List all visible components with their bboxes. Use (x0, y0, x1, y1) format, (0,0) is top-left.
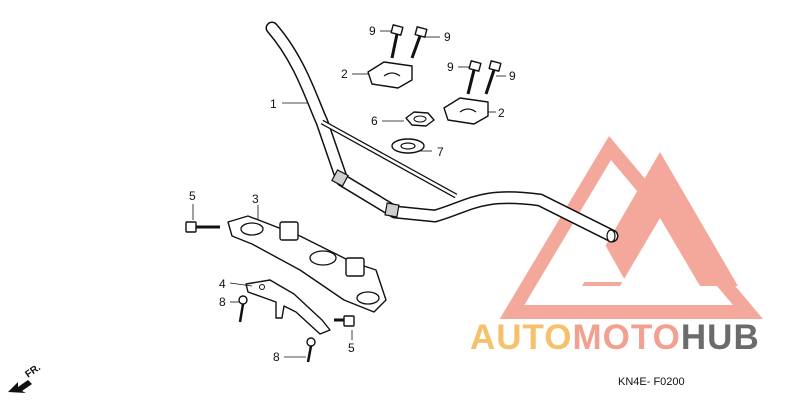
callouts: 1 2 2 3 4 5 5 6 7 8 8 9 9 9 9 (189, 24, 516, 364)
flange-bolt-3 (466, 60, 482, 95)
figure-code: KN4E- F0200 (618, 376, 685, 388)
callout-2-right: 2 (498, 106, 505, 120)
handlebar (265, 21, 619, 243)
watermark-hub: HUB (680, 318, 760, 357)
callout-5-lower: 5 (348, 341, 355, 355)
leader-lines (192, 30, 506, 358)
front-arrow-icon: FR. (8, 362, 43, 393)
front-direction-indicator: FR. (6, 360, 66, 396)
callout-6: 6 (371, 114, 378, 128)
callout-7: 7 (437, 145, 444, 159)
callout-8-lower: 8 (273, 350, 280, 364)
washer (391, 138, 425, 154)
direction-label: FR. (23, 362, 43, 380)
bolt-lower (334, 315, 355, 327)
bracket (245, 279, 331, 335)
watermark-auto: AUTO (470, 318, 573, 357)
callout-3: 3 (252, 192, 259, 206)
callout-9-d: 9 (509, 69, 516, 83)
callout-4: 4 (219, 277, 226, 291)
screw-upper (238, 295, 248, 323)
callout-9-b: 9 (444, 30, 451, 44)
callout-1: 1 (270, 97, 277, 111)
callout-2-left: 2 (341, 67, 348, 81)
screw-lower (306, 337, 316, 363)
lower-holder (227, 215, 387, 313)
flange-bolt-1 (390, 24, 404, 59)
watermark-moto: MOTO (572, 318, 681, 357)
flange-bolt-4 (484, 60, 502, 95)
callout-8-upper: 8 (219, 295, 226, 309)
callout-5-upper: 5 (189, 189, 196, 203)
bolt-upper (185, 221, 220, 233)
flange-bolt-2 (410, 26, 428, 59)
nut (405, 111, 435, 127)
watermark-emblem (499, 135, 764, 319)
upper-holder-right (443, 97, 489, 125)
callout-9-c: 9 (447, 60, 454, 74)
upper-holder-left (367, 61, 413, 89)
callout-9-a: 9 (369, 24, 376, 38)
